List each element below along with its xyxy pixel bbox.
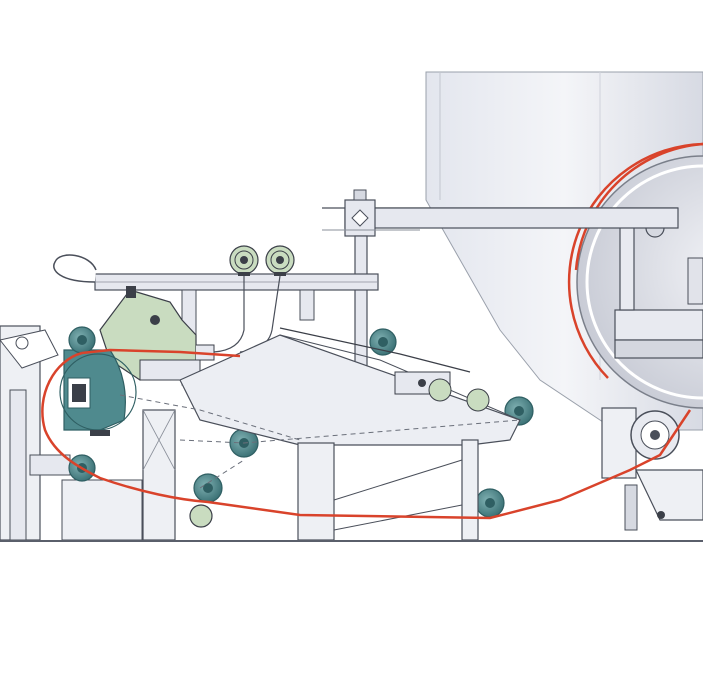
felt-loop-upper xyxy=(81,348,241,358)
support-legs xyxy=(142,409,479,541)
dryer-bracket xyxy=(614,209,703,359)
dashed-guides xyxy=(119,394,521,489)
stretch-rolls xyxy=(229,245,295,276)
felt-loop xyxy=(41,351,692,520)
lifting-hook xyxy=(53,254,97,283)
press-section-green xyxy=(99,286,215,381)
felt-conditioning-frame xyxy=(179,327,521,446)
suction-press-roll xyxy=(59,349,137,436)
hose-line xyxy=(213,276,245,353)
press-unit xyxy=(601,407,703,531)
left-frame xyxy=(0,325,143,541)
